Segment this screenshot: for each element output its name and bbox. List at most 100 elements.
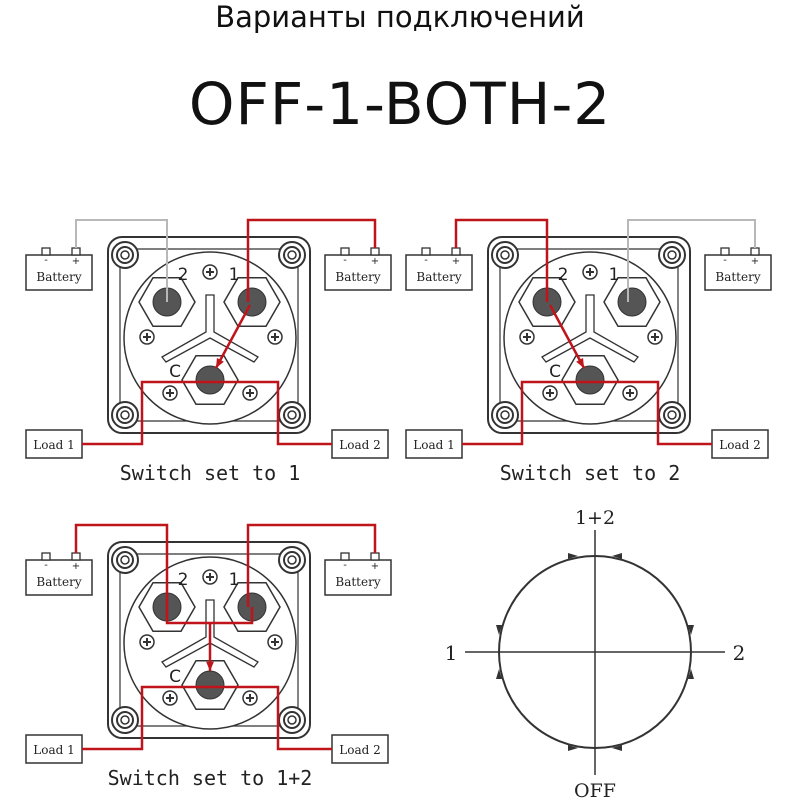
load2-box: Load 2 [331,734,389,764]
load-box [405,429,463,459]
screw-slot [546,389,554,397]
wire-battery-to-terminal-2 [74,523,169,607]
battery-label: Battery [335,575,380,589]
bolt-hole [287,410,297,420]
bolt-hole [120,410,130,420]
common-terminal-post [195,670,225,700]
screw-slot [271,638,279,646]
battery-box [25,559,93,596]
bolt-hole [287,555,297,565]
positive-terminal [451,247,461,256]
screw-slot [246,694,254,702]
common-terminal-label: C [169,667,181,687]
battery-box [324,559,392,596]
current-arrow-head [576,358,584,368]
dial-label-2: 2 [733,641,746,665]
battery-box [324,254,392,291]
negative-terminal [720,247,730,256]
battery-label: Battery [335,270,380,284]
battery-label: Battery [715,270,760,284]
dial-arrow-icon [496,669,502,679]
load2-box: Load 2 [331,429,389,459]
wire-common-to-loads [82,380,332,446]
wire-battery-to-terminal-2 [454,218,549,302]
screw-slot [626,389,634,397]
screw-slot [651,333,659,341]
selector-y [541,294,639,363]
common-terminal-label: C [169,362,181,382]
screw-slot [523,333,531,341]
terminal-1-label: 1 [229,570,240,590]
current-arrow-head [206,661,214,671]
selector-y [161,294,259,363]
load2-box: Load 2 [711,429,769,459]
wire-common-to-loads [82,685,332,751]
load1-box: Load 1 [25,734,83,764]
battery-right: -+Battery [324,247,392,291]
plus-sign: + [371,561,379,572]
common-terminal-post [195,365,225,395]
battery-left: -+Battery [25,552,93,596]
terminal-1-label: 1 [229,265,240,285]
terminal-2-label: 2 [178,265,189,285]
dial-arrow-icon [688,669,694,679]
load2-label: Load 2 [339,743,380,757]
minus-sign: - [343,560,347,571]
load-box [331,429,389,459]
negative-terminal [41,247,51,256]
screw-slot [206,268,214,276]
bolt-hole [500,410,510,420]
current-arrow [548,304,586,369]
screw-slot [166,389,174,397]
load1-label: Load 1 [413,438,454,452]
plus-sign: + [452,256,460,267]
load-box [331,734,389,764]
bolt-hole [500,250,510,260]
wire-battery-to-terminal-1 [246,523,377,607]
battery-left: -+Battery [25,247,93,291]
dial-label-1: 1 [445,641,458,665]
load1-label: Load 1 [33,438,74,452]
battery-right: - + Battery [324,552,392,596]
current-arrow [214,304,252,369]
panel-caption: Switch set to 2 [500,461,681,485]
bolt-hole [287,715,297,725]
positive-terminal [370,552,380,561]
terminal-1-post [237,287,267,317]
wire-battery-to-terminal-2 [75,219,168,302]
positive-terminal [71,552,81,561]
dial-arrow-icon [496,625,502,635]
load-box [25,734,83,764]
load2-label: Load 2 [719,438,760,452]
bolt-hole [667,250,677,260]
load1-box: Load 1 [25,429,83,459]
negative-terminal [340,552,350,561]
minus-sign: - [723,255,727,266]
minus-sign: - [44,560,48,571]
current-arrow-head [216,358,224,368]
terminal-2-label: 2 [558,265,569,285]
plus-sign: + [751,256,759,267]
minus-sign: - [44,255,48,266]
bolt-hole [120,250,130,260]
battery-label: Battery [416,270,461,284]
battery-left: -+Battery [405,247,473,291]
positive-terminal [71,247,81,256]
battery-right: - + Battery [704,247,772,291]
screw-slot [246,389,254,397]
negative-terminal [340,247,350,256]
common-terminal-post [575,365,605,395]
negative-terminal [41,552,51,561]
panel-caption: Switch set to 1+2 [108,766,313,790]
load2-label: Load 2 [339,438,380,452]
dial-arrow-icon [612,553,622,559]
screw-slot [143,638,151,646]
screw-slot [586,268,594,276]
dial-arrow-icon [568,553,578,559]
dial-label-both: 1+2 [575,507,615,529]
load1-box: Load 1 [405,429,463,459]
page-title: Варианты подключений [215,0,585,34]
